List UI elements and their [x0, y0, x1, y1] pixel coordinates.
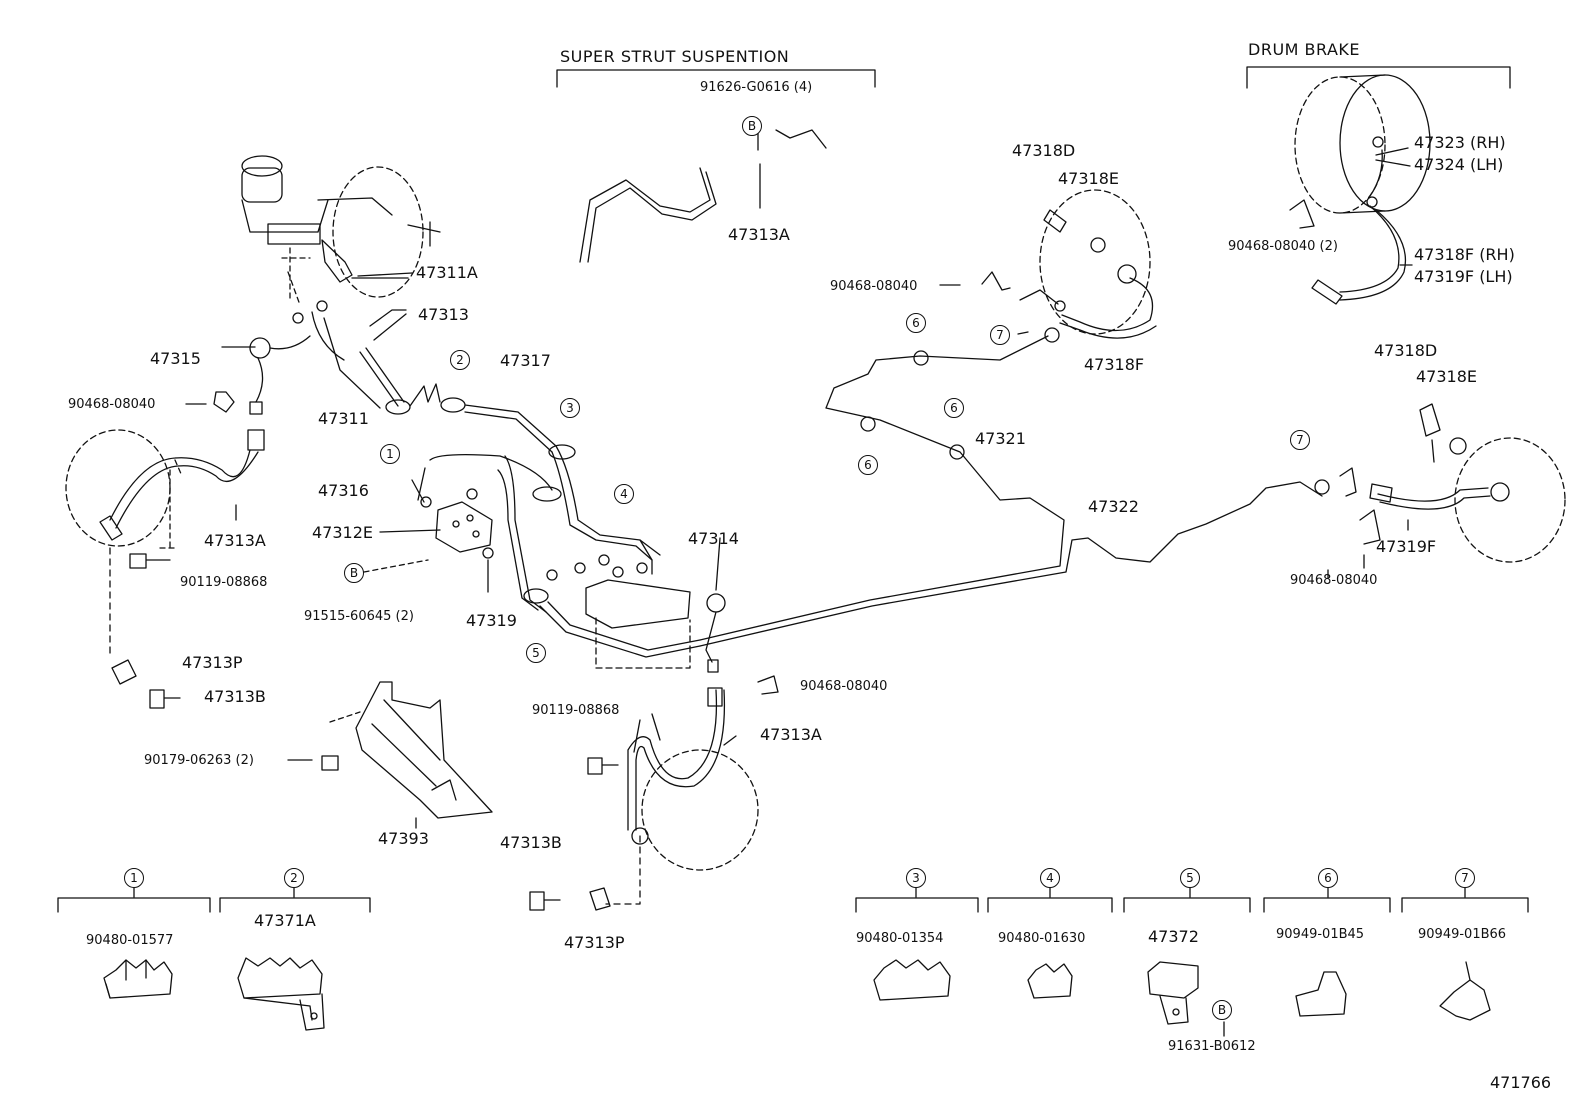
clamp-90949-01B66 [1439, 961, 1491, 1021]
part-label-90119-mid: 90119-08868 [532, 703, 620, 718]
callout-6b: 6 [944, 398, 964, 418]
part-label-90179: 90179-06263 (2) [144, 753, 254, 768]
rear-pipe-markers [860, 327, 1330, 495]
callout-6a: 6 [906, 313, 926, 333]
clamp-90480-01630 [1027, 963, 1073, 999]
legend-callout-2: 2 [284, 868, 304, 888]
part-label-47313B-mid: 47313B [500, 833, 562, 852]
rear-left-wheel [981, 189, 1157, 339]
part-label-47316: 47316 [318, 481, 369, 500]
part-label-47319F-right: 47319F [1376, 537, 1437, 556]
part-label-47318D-top: 47318D [1012, 141, 1076, 160]
legend-part-47372: 47372 [1148, 927, 1199, 946]
part-label-47313P-mid: 47313P [564, 933, 625, 952]
part-label-91626: 91626-G0616 (4) [700, 80, 813, 95]
rear-brake-pipe-47322 [699, 335, 1323, 647]
part-label-47313B-left: 47313B [204, 687, 266, 706]
flex-hose-47315 [221, 335, 311, 415]
part-label-47311: 47311 [318, 409, 369, 428]
legend-part-90480-01354: 90480-01354 [856, 931, 944, 946]
rear-right-wheel [1339, 403, 1566, 563]
front-left-wheel [65, 429, 265, 656]
part-label-47313P-left: 47313P [182, 653, 243, 672]
part-label-47318E-top: 47318E [1058, 169, 1120, 188]
part-label-47318F-drum: 47318F (RH) [1414, 245, 1515, 264]
part-label-47312E: 47312E [312, 523, 374, 542]
legend-part-90480-01630: 90480-01630 [998, 931, 1086, 946]
part-label-90119-left: 90119-08868 [180, 575, 268, 590]
part-label-90468-right: 90468-08040 [830, 279, 918, 294]
legend-callout-6: 6 [1318, 868, 1338, 888]
section-title-super-strut: SUPER STRUT SUSPENTION [560, 47, 790, 66]
heat-shield-47393 [329, 681, 493, 819]
legend-callout-4: 4 [1040, 868, 1060, 888]
part-label-90468-rr: 90468-08040 [1290, 573, 1378, 588]
part-label-47318D-right: 47318D [1374, 341, 1438, 360]
part-label-47313A-top: 47313A [728, 225, 790, 244]
part-label-47393: 47393 [378, 829, 429, 848]
legend-callout-1: 1 [124, 868, 144, 888]
callout-3: 3 [560, 398, 580, 418]
part-label-47318F-top: 47318F [1084, 355, 1145, 374]
part-label-47322: 47322 [1088, 497, 1139, 516]
part-label-47311A: 47311A [416, 263, 478, 282]
part-label-47317: 47317 [500, 351, 551, 370]
callout-2: 2 [450, 350, 470, 370]
fasteners [111, 391, 779, 911]
legend-callout-b: B [1212, 1000, 1232, 1020]
part-label-47323: 47323 (RH) [1414, 133, 1506, 152]
diagram-id: 471766 [1490, 1073, 1552, 1092]
callout-7a: 7 [990, 325, 1010, 345]
part-label-90468-left: 90468-08040 [68, 397, 156, 412]
part-label-47314: 47314 [688, 529, 739, 548]
leader-lines [185, 127, 1435, 829]
section-title-drum-brake: DRUM BRAKE [1248, 40, 1361, 59]
part-label-47321: 47321 [975, 429, 1026, 448]
legend-part-90480-01577: 90480-01577 [86, 933, 174, 948]
part-label-47319F-drum: 47319F (LH) [1414, 267, 1513, 286]
part-label-47315: 47315 [150, 349, 201, 368]
clamp-90480-01354 [873, 959, 951, 1001]
pipe-clamps-front [385, 383, 557, 453]
callout-5: 5 [526, 643, 546, 663]
proportioning-valve-47312E [420, 488, 494, 559]
callout-6c: 6 [858, 455, 878, 475]
callout-b-mid: B [344, 563, 364, 583]
clamp-47372 [1147, 961, 1199, 1025]
legend-part-90949-01B66: 90949-01B66 [1418, 927, 1507, 942]
master-cylinder-assembly [241, 155, 441, 324]
part-label-47313A-left: 47313A [204, 531, 266, 550]
part-label-47319: 47319 [466, 611, 517, 630]
section-bracket-drum-brake [1246, 66, 1511, 89]
clamp-47371A [237, 957, 325, 1031]
legend-callout-5: 5 [1180, 868, 1200, 888]
legend-part-47371A: 47371A [254, 911, 316, 930]
clamp-legend-brackets [57, 887, 1529, 913]
callout-1: 1 [380, 444, 400, 464]
part-label-90468-drum: 90468-08040 (2) [1228, 239, 1338, 254]
legend-part-91631: 91631-B0612 [1168, 1039, 1256, 1054]
front-right-wheel [605, 687, 759, 905]
part-label-47324: 47324 (LH) [1414, 155, 1504, 174]
brake-pipes-center [417, 444, 701, 658]
part-label-90468-mid: 90468-08040 [800, 679, 888, 694]
brake-pipe-front [311, 309, 407, 409]
part-label-47313A-mid: 47313A [760, 725, 822, 744]
part-label-91515: 91515-60645 (2) [304, 609, 414, 624]
clamp-90949-01B45 [1295, 971, 1347, 1017]
legend-callout-7: 7 [1455, 868, 1475, 888]
abs-actuator-47314 [546, 539, 726, 673]
legend-callout-3: 3 [906, 868, 926, 888]
callout-7b: 7 [1290, 430, 1310, 450]
callout-4: 4 [614, 484, 634, 504]
callout-b-top: B [742, 116, 762, 136]
part-label-47318E-right: 47318E [1416, 367, 1478, 386]
drum-brake-assembly [1289, 74, 1431, 305]
part-label-47313: 47313 [418, 305, 469, 324]
section-bracket-super-strut [556, 69, 876, 88]
legend-part-90949-01B45: 90949-01B45 [1276, 927, 1365, 942]
clamp-90480-01577 [103, 959, 173, 999]
